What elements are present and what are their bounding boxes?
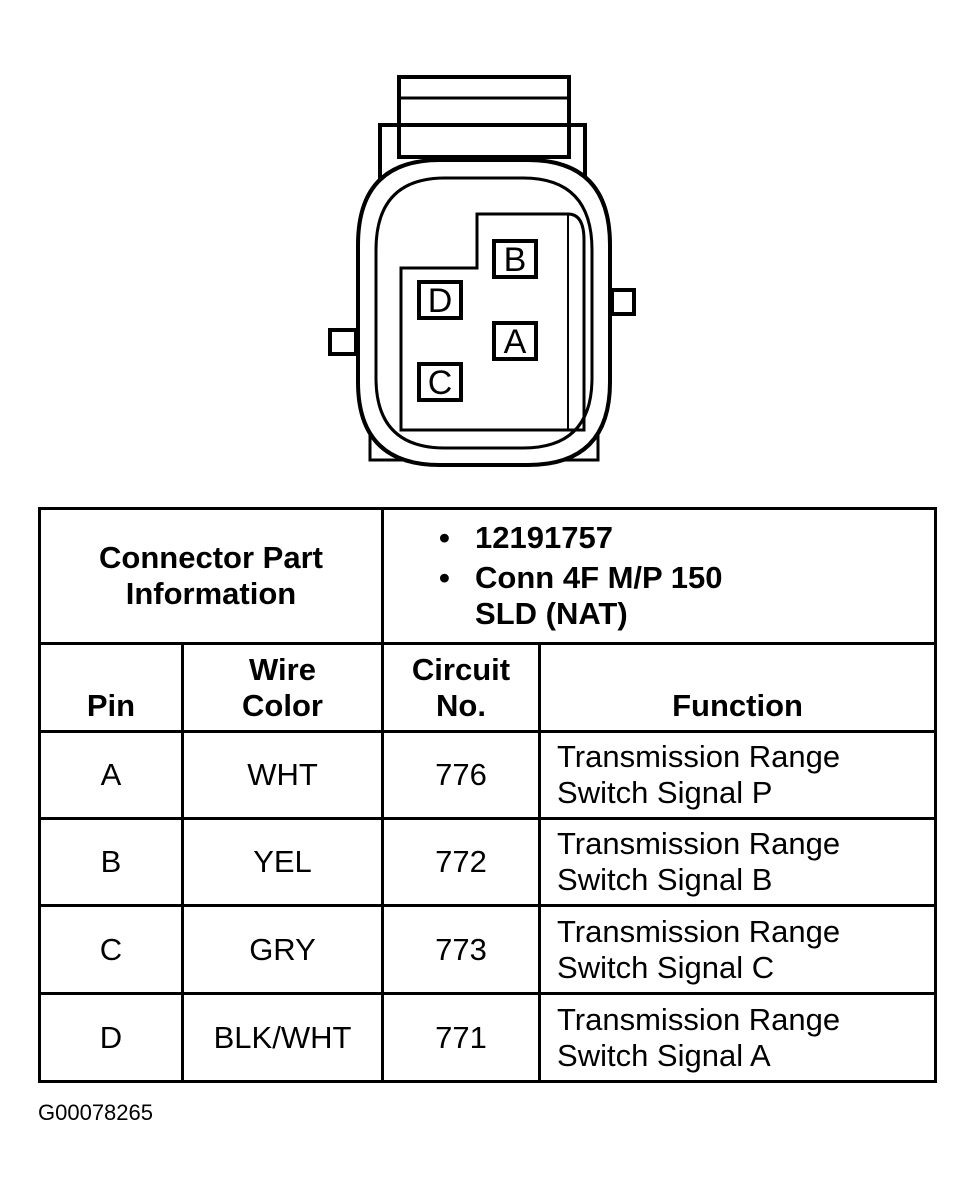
bullet-icon: •: [439, 520, 450, 555]
table-row: C GRY 773 Transmission Range Switch Sign…: [38, 904, 938, 995]
pin-label-a: A: [504, 323, 527, 361]
circuit-cell: 771: [381, 992, 542, 1083]
pin-cell: C: [38, 904, 184, 995]
header-wire-color-line1: Wire: [249, 652, 316, 687]
header-circuit-line2: No.: [436, 688, 486, 723]
table-row: B YEL 772 Transmission Range Switch Sign…: [38, 817, 938, 907]
part-info-label-line1: Connector Part: [99, 540, 323, 575]
header-function-label: Function: [672, 688, 803, 723]
part-info-label-cell: Connector Part Information: [37, 507, 385, 645]
pin-cavity-b: [492, 239, 538, 279]
circuit-cell: 773: [381, 904, 542, 995]
table-row: D BLK/WHT 771 Transmission Range Switch …: [38, 992, 938, 1083]
function-line2: Switch Signal B: [557, 862, 773, 897]
header-wire-color: Wire Color: [180, 642, 385, 733]
part-number-item: • 12191757: [439, 520, 934, 556]
part-info-list: • 12191757 • Conn 4F M/P 150 SLD (NAT): [439, 520, 934, 632]
function-cell: Transmission Range Switch Signal B: [538, 817, 938, 907]
header-pin-label: Pin: [86, 688, 136, 723]
circuit-cell: 776: [381, 730, 542, 820]
pin-cavity-a: [492, 321, 538, 361]
part-info-value-cell: • 12191757 • Conn 4F M/P 150 SLD (NAT): [381, 507, 938, 645]
header-function: Function: [538, 642, 938, 733]
function-line2: Switch Signal A: [557, 1037, 771, 1073]
part-description-item: • Conn 4F M/P 150 SLD (NAT): [439, 560, 934, 632]
pin-cell: A: [38, 730, 184, 820]
table-row: A WHT 776 Transmission Range Switch Sign…: [38, 730, 938, 820]
function-line2: Switch Signal C: [557, 949, 775, 985]
function-line1: Transmission Range: [557, 826, 841, 861]
connector-face-diagram: B D A C: [328, 75, 636, 467]
header-pin: Pin: [38, 642, 184, 733]
pin-label-c: C: [428, 364, 453, 402]
column-header-row: Pin Wire Color Circuit No. Function: [38, 642, 938, 733]
function-line1: Transmission Range: [557, 1001, 841, 1037]
part-number: 12191757: [475, 520, 613, 555]
pin-cavity-d: [417, 280, 463, 320]
part-description-line2: SLD (NAT): [475, 596, 628, 631]
header-wire-color-line2: Color: [242, 688, 323, 723]
function-line2: Switch Signal P: [557, 775, 773, 810]
wire-color-cell: GRY: [180, 904, 385, 995]
part-info-row: Connector Part Information • 12191757 • …: [37, 507, 938, 645]
function-cell: Transmission Range Switch Signal P: [538, 730, 938, 820]
pin-cell: D: [38, 992, 184, 1083]
wire-color-cell: BLK/WHT: [180, 992, 385, 1083]
circuit-cell: 772: [381, 817, 542, 907]
wire-color-cell: WHT: [180, 730, 385, 820]
function-cell: Transmission Range Switch Signal C: [538, 904, 938, 995]
bullet-icon: •: [439, 560, 450, 595]
header-circuit: Circuit No.: [381, 642, 542, 733]
figure-id: G00078265: [38, 1100, 153, 1125]
part-description-line1: Conn 4F M/P 150: [475, 560, 723, 595]
function-line1: Transmission Range: [557, 739, 841, 774]
pin-label-d: D: [428, 282, 453, 320]
part-info-label-line2: Information: [125, 576, 297, 611]
pin-cell: B: [38, 817, 184, 907]
wire-color-cell: YEL: [180, 817, 385, 907]
header-circuit-line1: Circuit: [411, 652, 511, 687]
connector-pinout-table: Connector Part Information • 12191757 • …: [37, 507, 938, 1083]
pin-label-b: B: [504, 241, 527, 279]
function-line1: Transmission Range: [557, 913, 841, 949]
pin-cavity-c: [417, 362, 463, 402]
function-cell: Transmission Range Switch Signal A: [538, 992, 938, 1083]
